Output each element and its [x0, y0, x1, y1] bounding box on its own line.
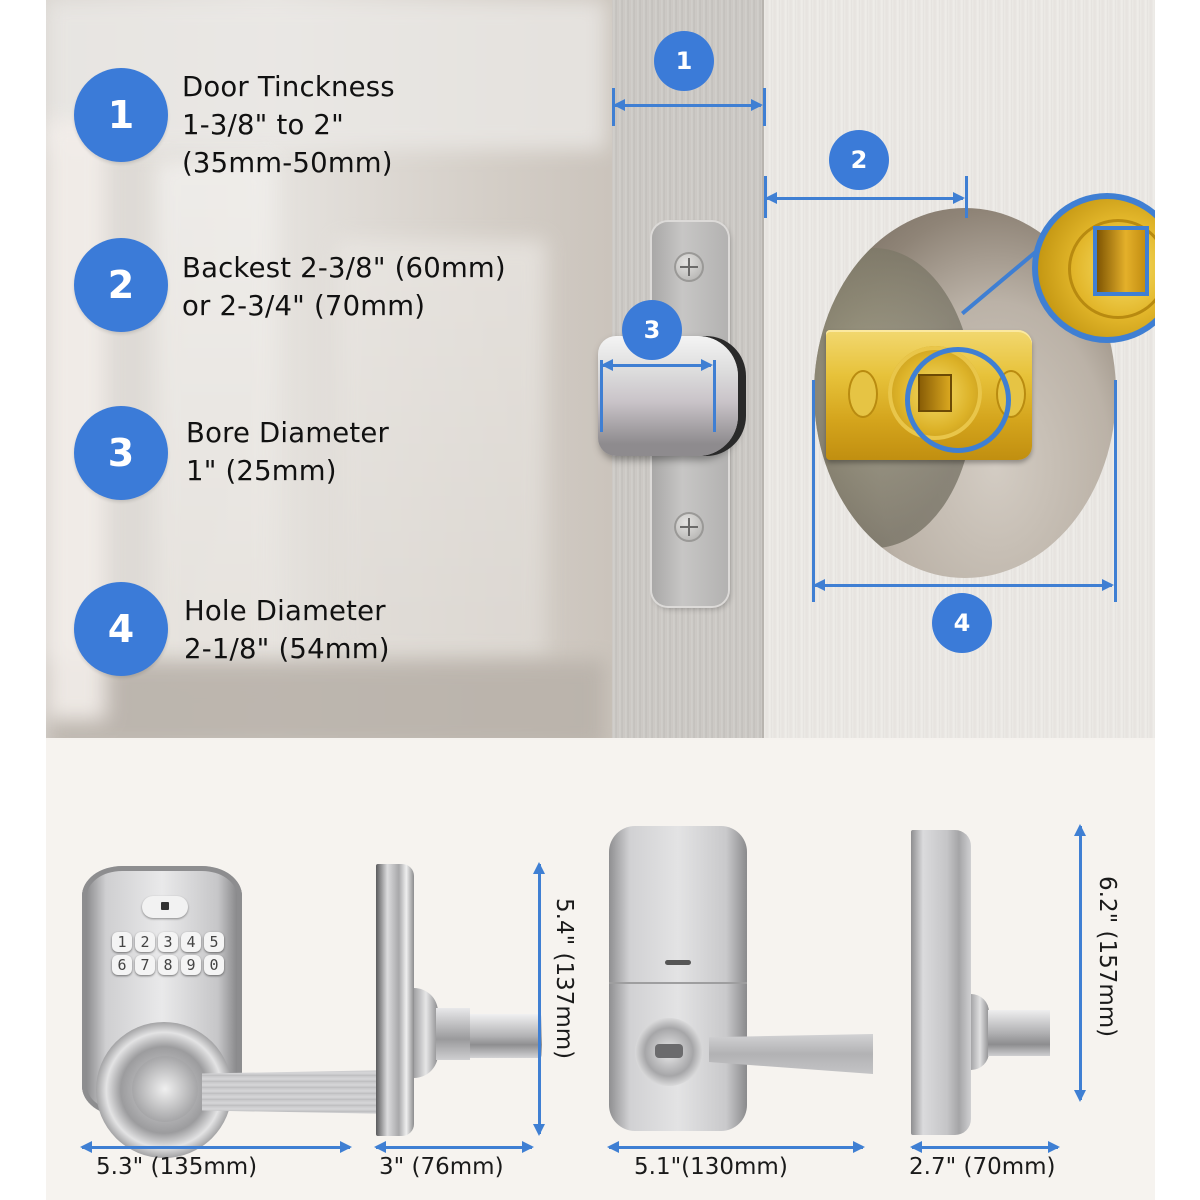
background-blur: [336, 240, 546, 660]
dimension-tick: [812, 380, 815, 602]
padlock-icon: [142, 896, 188, 918]
screw-icon: [674, 252, 704, 282]
dimension-tick: [965, 176, 968, 218]
spec-item-hole-diameter: Hole Diameter 2-1/8" (54mm): [184, 592, 390, 668]
lever-handle: [202, 1070, 396, 1114]
lever-shaft: [470, 1014, 542, 1058]
dimension-label-back-width: 5.1"(130mm): [634, 1154, 788, 1180]
keypad-key: 7: [135, 955, 155, 975]
dimension-arrow-back-height: [1074, 824, 1086, 1102]
spec-title: Backest 2-3/8" (60mm): [182, 252, 506, 284]
keypad-key: 6: [112, 955, 132, 975]
keypad: 1 2 3 4 5 6 7 8 9 0: [112, 932, 224, 975]
keypad-key: 9: [181, 955, 201, 975]
dimension-label-back-depth: 2.7" (70mm): [909, 1154, 1056, 1180]
keypad-key: 1: [112, 932, 132, 952]
dimension-arrow-door-thickness: [613, 99, 763, 111]
spec-badge-1: 1: [74, 68, 168, 162]
thumb-turn-icon: [655, 1044, 683, 1058]
spec-title: Hole Diameter: [184, 595, 386, 627]
battery-cover-slot: [665, 960, 691, 965]
interior-housing: [609, 826, 747, 1131]
key-cylinder-icon: [132, 1056, 198, 1122]
dimension-arrow-hole-diameter: [813, 579, 1114, 591]
magnifier-target-ring: [905, 347, 1011, 453]
spec-item-bore-diameter: Bore Diameter 1" (25mm): [186, 414, 389, 490]
background-blur: [46, 660, 606, 738]
product-dimensions-section: 1 2 3 4 5 6 7 8 9 0: [46, 740, 1155, 1200]
door-prep-section: 1 Door Tinckness 1-3/8" to 2" (35mm-50mm…: [46, 0, 1155, 738]
spec-item-door-thickness: Door Tinckness 1-3/8" to 2" (35mm-50mm): [182, 68, 395, 182]
spec-item-backset: Backest 2-3/8" (60mm) or 2-3/4" (70mm): [182, 249, 506, 325]
magnified-spindle-hole: [1032, 193, 1155, 343]
dimension-arrow-backset: [765, 192, 965, 204]
dimension-tick: [600, 360, 603, 432]
dimension-arrow-bore: [601, 359, 713, 371]
dimension-arrow-front-width: [80, 1141, 352, 1153]
spec-value: 1" (25mm): [186, 455, 337, 487]
dimension-arrow-front-depth: [374, 1141, 534, 1153]
dimension-label-front-depth: 3" (76mm): [379, 1154, 504, 1180]
spec-badge-2: 2: [74, 238, 168, 332]
spec-value: 1-3/8" to 2": [182, 109, 344, 141]
background-blur: [156, 160, 276, 680]
spec-value: 2-1/8" (54mm): [184, 633, 390, 665]
dimension-tick: [763, 88, 766, 126]
lever-shaft: [988, 1010, 1050, 1056]
keypad-key: 3: [158, 932, 178, 952]
keypad-key: 8: [158, 955, 178, 975]
dimension-label-front-height: 5.4" (137mm): [551, 898, 577, 1060]
dimension-tick: [1114, 380, 1117, 602]
dimension-arrow-back-width: [607, 1141, 865, 1153]
dimension-label-back-height: 6.2" (157mm): [1094, 876, 1120, 1038]
dimension-tick: [713, 360, 716, 432]
marker-badge-3: 3: [622, 300, 682, 360]
spec-value: or 2-3/4" (70mm): [182, 290, 426, 322]
screw-icon: [674, 512, 704, 542]
keypad-key: 2: [135, 932, 155, 952]
installation-spec-graphic: 1 Door Tinckness 1-3/8" to 2" (35mm-50mm…: [46, 0, 1155, 1200]
marker-badge-1: 1: [654, 31, 714, 91]
spec-value: (35mm-50mm): [182, 147, 393, 179]
spec-title: Bore Diameter: [186, 417, 390, 449]
marker-badge-4: 4: [932, 593, 992, 653]
dimension-label-front-width: 5.3" (135mm): [96, 1154, 258, 1180]
spec-badge-3: 3: [74, 406, 168, 500]
spec-badge-4: 4: [74, 582, 168, 676]
keypad-key: 5: [204, 932, 224, 952]
keypad-key: 4: [181, 932, 201, 952]
keypad-key: 0: [204, 955, 224, 975]
marker-badge-2: 2: [829, 130, 889, 190]
spindle-square-highlight: [1093, 226, 1149, 296]
dimension-arrow-front-height: [533, 862, 545, 1136]
spec-title: Door Tinckness: [182, 71, 395, 103]
dimension-arrow-back-depth: [910, 1141, 1060, 1153]
